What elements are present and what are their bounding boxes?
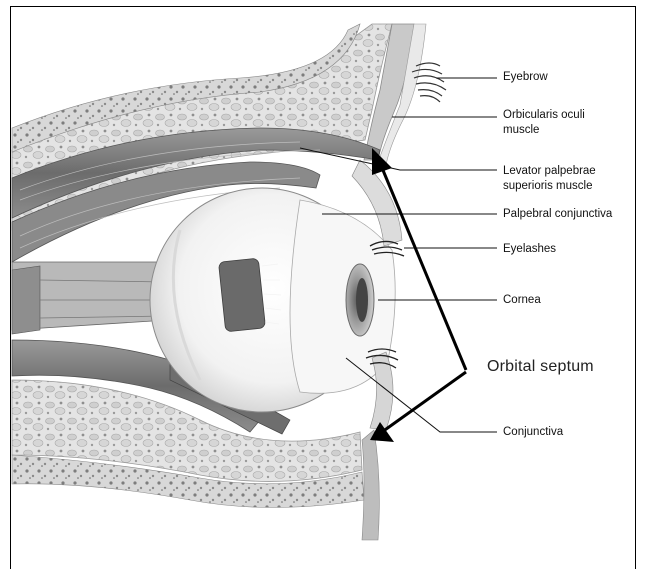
lower-skin bbox=[362, 430, 379, 540]
label-orbicularis-line2: muscle bbox=[503, 123, 539, 137]
label-orbital-septum: Orbital septum bbox=[487, 360, 594, 374]
label-cornea: Cornea bbox=[503, 293, 541, 307]
label-eyebrow: Eyebrow bbox=[503, 70, 548, 84]
iris bbox=[356, 278, 368, 322]
label-levator-line1: Levator palpebrae bbox=[503, 164, 596, 178]
label-orbicularis-line1: Orbicularis oculi bbox=[503, 108, 585, 122]
label-conjunctiva: Conjunctiva bbox=[503, 425, 563, 439]
rectus-band bbox=[12, 266, 40, 334]
label-palpebral-conjunctiva: Palpebral conjunctiva bbox=[503, 207, 612, 221]
label-eyelashes: Eyelashes bbox=[503, 242, 556, 256]
muscle-insertion bbox=[218, 258, 265, 332]
septum-arrow-lower bbox=[382, 372, 466, 432]
label-levator-line2: superioris muscle bbox=[503, 179, 592, 193]
